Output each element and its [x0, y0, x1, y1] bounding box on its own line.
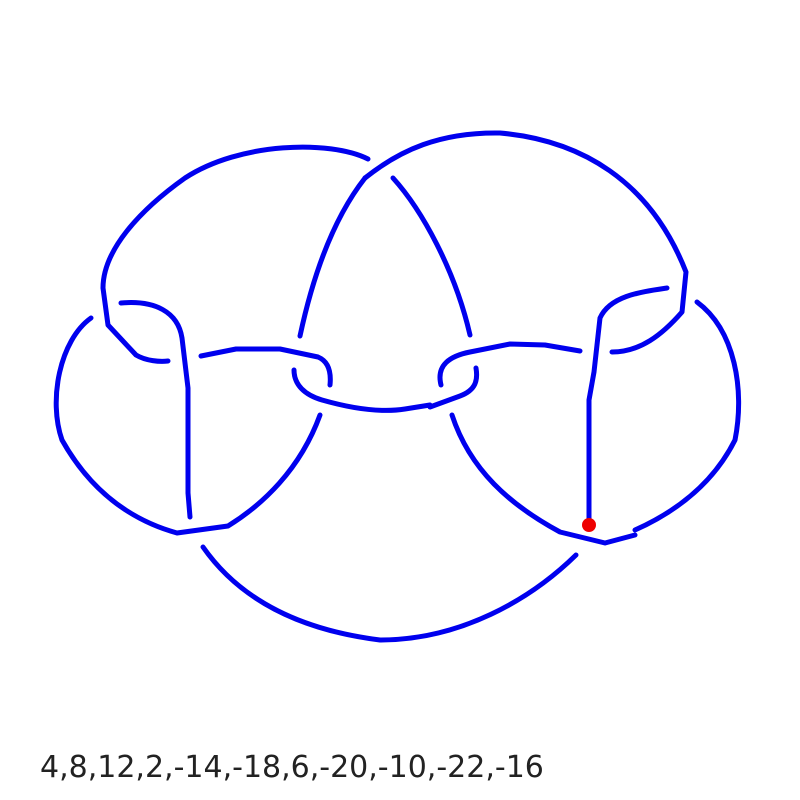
knot-strand-middle-band-left	[198, 346, 333, 388]
knot-strand-middle-band-right	[427, 341, 583, 410]
knot-strand-right-loop	[586, 285, 670, 527]
knot-strand-top-left-arc	[100, 144, 371, 364]
knot-strand-left-loop	[118, 300, 193, 520]
knot-strand-left-lobe	[53, 315, 323, 536]
basepoint-marker	[582, 518, 596, 532]
knot-strand-top-right-arc	[362, 130, 689, 355]
dt-code-label: 4,8,12,2,-14,-18,6,-20,-10,-22,-16	[40, 750, 544, 785]
knot-strand-lower-middle-band	[291, 367, 433, 413]
knot-strand-right-lobe	[632, 299, 742, 533]
knot-strand-center-left-arc	[297, 175, 368, 339]
knot-strand-center-right-arc	[390, 175, 473, 338]
knot-strand-right-descent	[449, 412, 638, 546]
knot-strand-bottom-arc	[200, 544, 579, 643]
